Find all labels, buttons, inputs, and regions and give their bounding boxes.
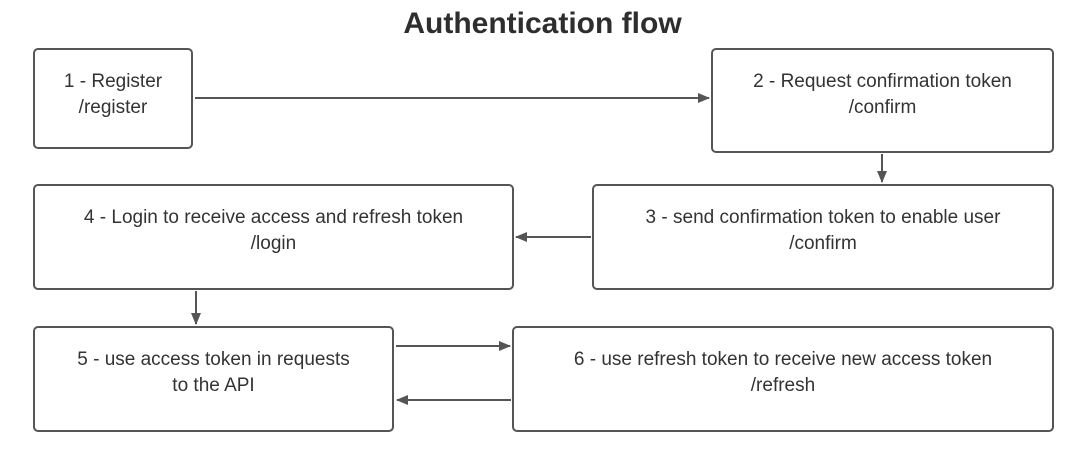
step-send-confirmation-box: 3 - send confirmation token to enable us… (592, 184, 1054, 290)
step-request-confirmation-box: 2 - Request confirmation token /confirm (711, 48, 1054, 153)
step-register-box: 1 - Register /register (33, 48, 193, 149)
step-endpoint: /refresh (750, 375, 816, 396)
step-use-access-token-box: 5 - use access token in requests to the … (33, 326, 394, 432)
step-label: 3 - send confirmation token to enable us… (645, 207, 1001, 228)
step-label: 5 - use access token in requests (77, 349, 350, 370)
step-endpoint: /login (250, 233, 297, 254)
step-detail: to the API (172, 375, 255, 396)
step-label: 6 - use refresh token to receive new acc… (573, 349, 993, 370)
step-label: 4 - Login to receive access and refresh … (83, 207, 464, 228)
diagram-title: Authentication flow (403, 7, 682, 40)
step-endpoint: /confirm (848, 97, 917, 118)
step-refresh-token-box: 6 - use refresh token to receive new acc… (512, 326, 1054, 432)
step-endpoint: /register (78, 97, 148, 118)
step-login-box: 4 - Login to receive access and refresh … (33, 184, 514, 290)
step-label: 1 - Register (63, 71, 163, 92)
step-label: 2 - Request confirmation token (753, 71, 1012, 92)
step-endpoint: /confirm (789, 233, 857, 254)
